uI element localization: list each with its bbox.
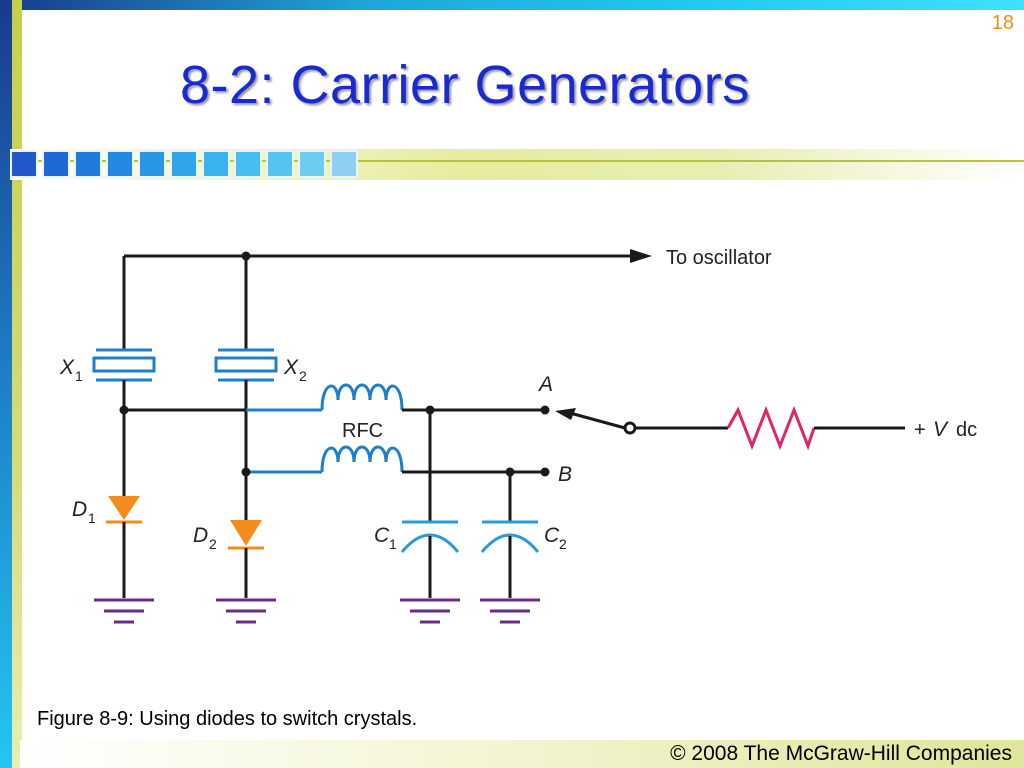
label-node-a: A: [537, 373, 553, 396]
page-number: 18: [991, 12, 1014, 34]
junction-dot: [119, 405, 129, 415]
decorative-line: [10, 160, 1024, 162]
capacitor-c2: [480, 472, 540, 598]
decorative-square: [42, 150, 70, 178]
decorative-square: [170, 150, 198, 178]
label-x1: X: [59, 356, 75, 379]
label-d2: D: [193, 524, 208, 547]
decorative-square: [74, 150, 102, 178]
label-node-b: B: [558, 463, 572, 486]
label-c1-sub: 1: [389, 536, 397, 552]
decorative-square: [202, 150, 230, 178]
decorative-square: [234, 150, 262, 178]
rfc-upper-wiring: [124, 383, 545, 412]
decorative-square: [10, 150, 38, 178]
decorative-square: [138, 150, 166, 178]
oscillator-bus: [122, 254, 640, 350]
label-to-oscillator: To oscillator: [666, 247, 772, 269]
label-vdc-dc: dc: [956, 419, 977, 441]
label-vdc-v: V: [933, 418, 949, 441]
label-x2: X: [283, 356, 299, 379]
left-accent-stripe: [12, 0, 22, 768]
decorative-square: [266, 150, 294, 178]
decorative-square: [298, 150, 326, 178]
label-d1-sub: 1: [88, 510, 96, 526]
diode-d1: [106, 496, 142, 598]
junction-dot: [241, 467, 251, 477]
ground-icon: [94, 598, 154, 624]
decorative-square: [330, 150, 358, 178]
terminal-b: [540, 467, 550, 477]
diode-d2: [228, 520, 264, 598]
capacitor-c1: [400, 410, 460, 598]
crystal-leads: [122, 380, 248, 520]
oscillator-arrow-icon: [630, 249, 652, 263]
crystal-x1: [92, 348, 156, 382]
decorative-square: [106, 150, 134, 178]
crystal-x2: [214, 348, 278, 382]
copyright-text: © 2008 The McGraw-Hill Companies: [670, 742, 1012, 765]
ground-icon: [400, 598, 460, 624]
terminal-a: [540, 405, 550, 415]
decorative-squares-row: [10, 149, 1024, 180]
label-vdc-plus: +: [914, 419, 926, 441]
resistor: [726, 405, 816, 451]
switch: [569, 411, 728, 435]
ground-icon: [480, 598, 540, 624]
rfc-lower-wiring: [246, 445, 545, 474]
switch-arrow-icon: [555, 408, 576, 420]
slide-title: 8-2: Carrier Generators: [180, 55, 750, 115]
copyright-band: [20, 740, 1024, 768]
label-c2: C: [544, 524, 560, 547]
junction-dot: [241, 251, 251, 261]
label-c1: C: [374, 524, 390, 547]
label-x1-sub: 1: [75, 368, 83, 384]
label-rfc: RFC: [342, 420, 383, 442]
label-x2-sub: 2: [299, 368, 307, 384]
ground-icon: [216, 598, 276, 624]
label-d2-sub: 2: [209, 536, 217, 552]
left-accent-bar: [0, 0, 22, 768]
top-accent-bar: [0, 0, 1024, 10]
figure-caption: Figure 8-9: Using diodes to switch cryst…: [37, 708, 418, 730]
label-d1: D: [72, 498, 87, 521]
label-c2-sub: 2: [559, 536, 567, 552]
